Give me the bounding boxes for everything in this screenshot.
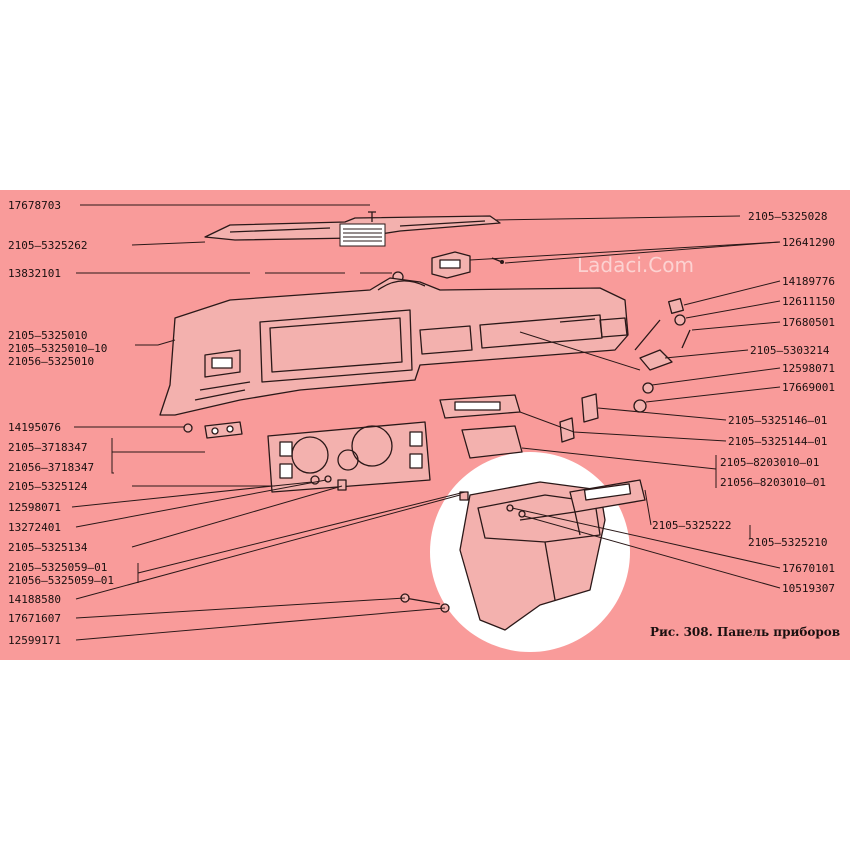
label-2105-3718347: 2105–3718347 — [8, 441, 87, 454]
top-trim-strip — [204, 211, 501, 247]
label-21056-5325010: 21056–5325010 — [8, 355, 94, 368]
dashboard-body — [159, 277, 629, 416]
label-2105-5325222: 2105–5325222 — [652, 519, 731, 532]
small-bracket — [183, 421, 243, 439]
label-2105-5325010-10: 2105–5325010–10 — [8, 342, 107, 355]
label-2105-5325146-01: 2105–5325146–01 — [728, 414, 827, 427]
label-12598071-right: 12598071 — [782, 362, 835, 375]
label-17670101: 17670101 — [782, 562, 835, 575]
label-13832101: 13832101 — [8, 267, 61, 280]
label-14195076: 14195076 — [8, 421, 61, 434]
leader-lines — [71, 204, 781, 641]
dashboard-exploded-view: Ladaci.Com — [8, 199, 840, 652]
label-17669001: 17669001 — [782, 381, 835, 394]
label-2105-8203010-01: 2105–8203010–01 — [720, 456, 819, 469]
label-12598071: 12598071 — [8, 501, 61, 514]
label-21056-3718347: 21056–3718347 — [8, 461, 94, 474]
label-2105-5303214: 2105–5303214 — [750, 344, 830, 357]
label-2105-5325144-01: 2105–5325144–01 — [728, 435, 827, 448]
label-17680501: 17680501 — [782, 316, 835, 329]
label-17671607: 17671607 — [8, 612, 61, 625]
label-12611150: 12611150 — [782, 295, 835, 308]
label-2105-5325028: 2105–5325028 — [748, 210, 827, 223]
figure-caption: Рис. 308. Панель приборов — [650, 625, 840, 639]
diagram-panel: Ladaci.Com — [0, 190, 850, 660]
label-13272401: 13272401 — [8, 521, 61, 534]
label-2105-5325010: 2105–5325010 — [8, 329, 87, 342]
label-12599171: 12599171 — [8, 634, 61, 647]
label-12641290: 12641290 — [782, 236, 835, 249]
speaker-bracket — [431, 251, 504, 279]
label-14188580: 14188580 — [8, 593, 61, 606]
right-callouts: 2105–5325028 12641290 14189776 12611150 … — [652, 210, 835, 595]
watermark: Ladaci.Com — [577, 253, 694, 277]
label-2105-5325262: 2105–5325262 — [8, 239, 87, 252]
right-fasteners — [633, 298, 691, 413]
label-21056-5325059-01: 21056–5325059–01 — [8, 574, 114, 587]
label-17678703: 17678703 — [8, 199, 61, 212]
label-2105-5325210: 2105–5325210 — [748, 536, 827, 549]
label-21056-8203010-01: 21056–8203010–01 — [720, 476, 826, 489]
heater-control-panel — [439, 393, 599, 459]
left-callouts: 17678703 2105–5325262 13832101 2105–5325… — [8, 199, 114, 647]
label-2105-5325134: 2105–5325134 — [8, 541, 88, 554]
label-10519307: 10519307 — [782, 582, 835, 595]
label-14189776: 14189776 — [782, 275, 835, 288]
center-console — [459, 479, 646, 631]
label-2105-5325124: 2105–5325124 — [8, 480, 88, 493]
instrument-cluster — [267, 421, 431, 493]
label-2105-5325059-01: 2105–5325059–01 — [8, 561, 107, 574]
